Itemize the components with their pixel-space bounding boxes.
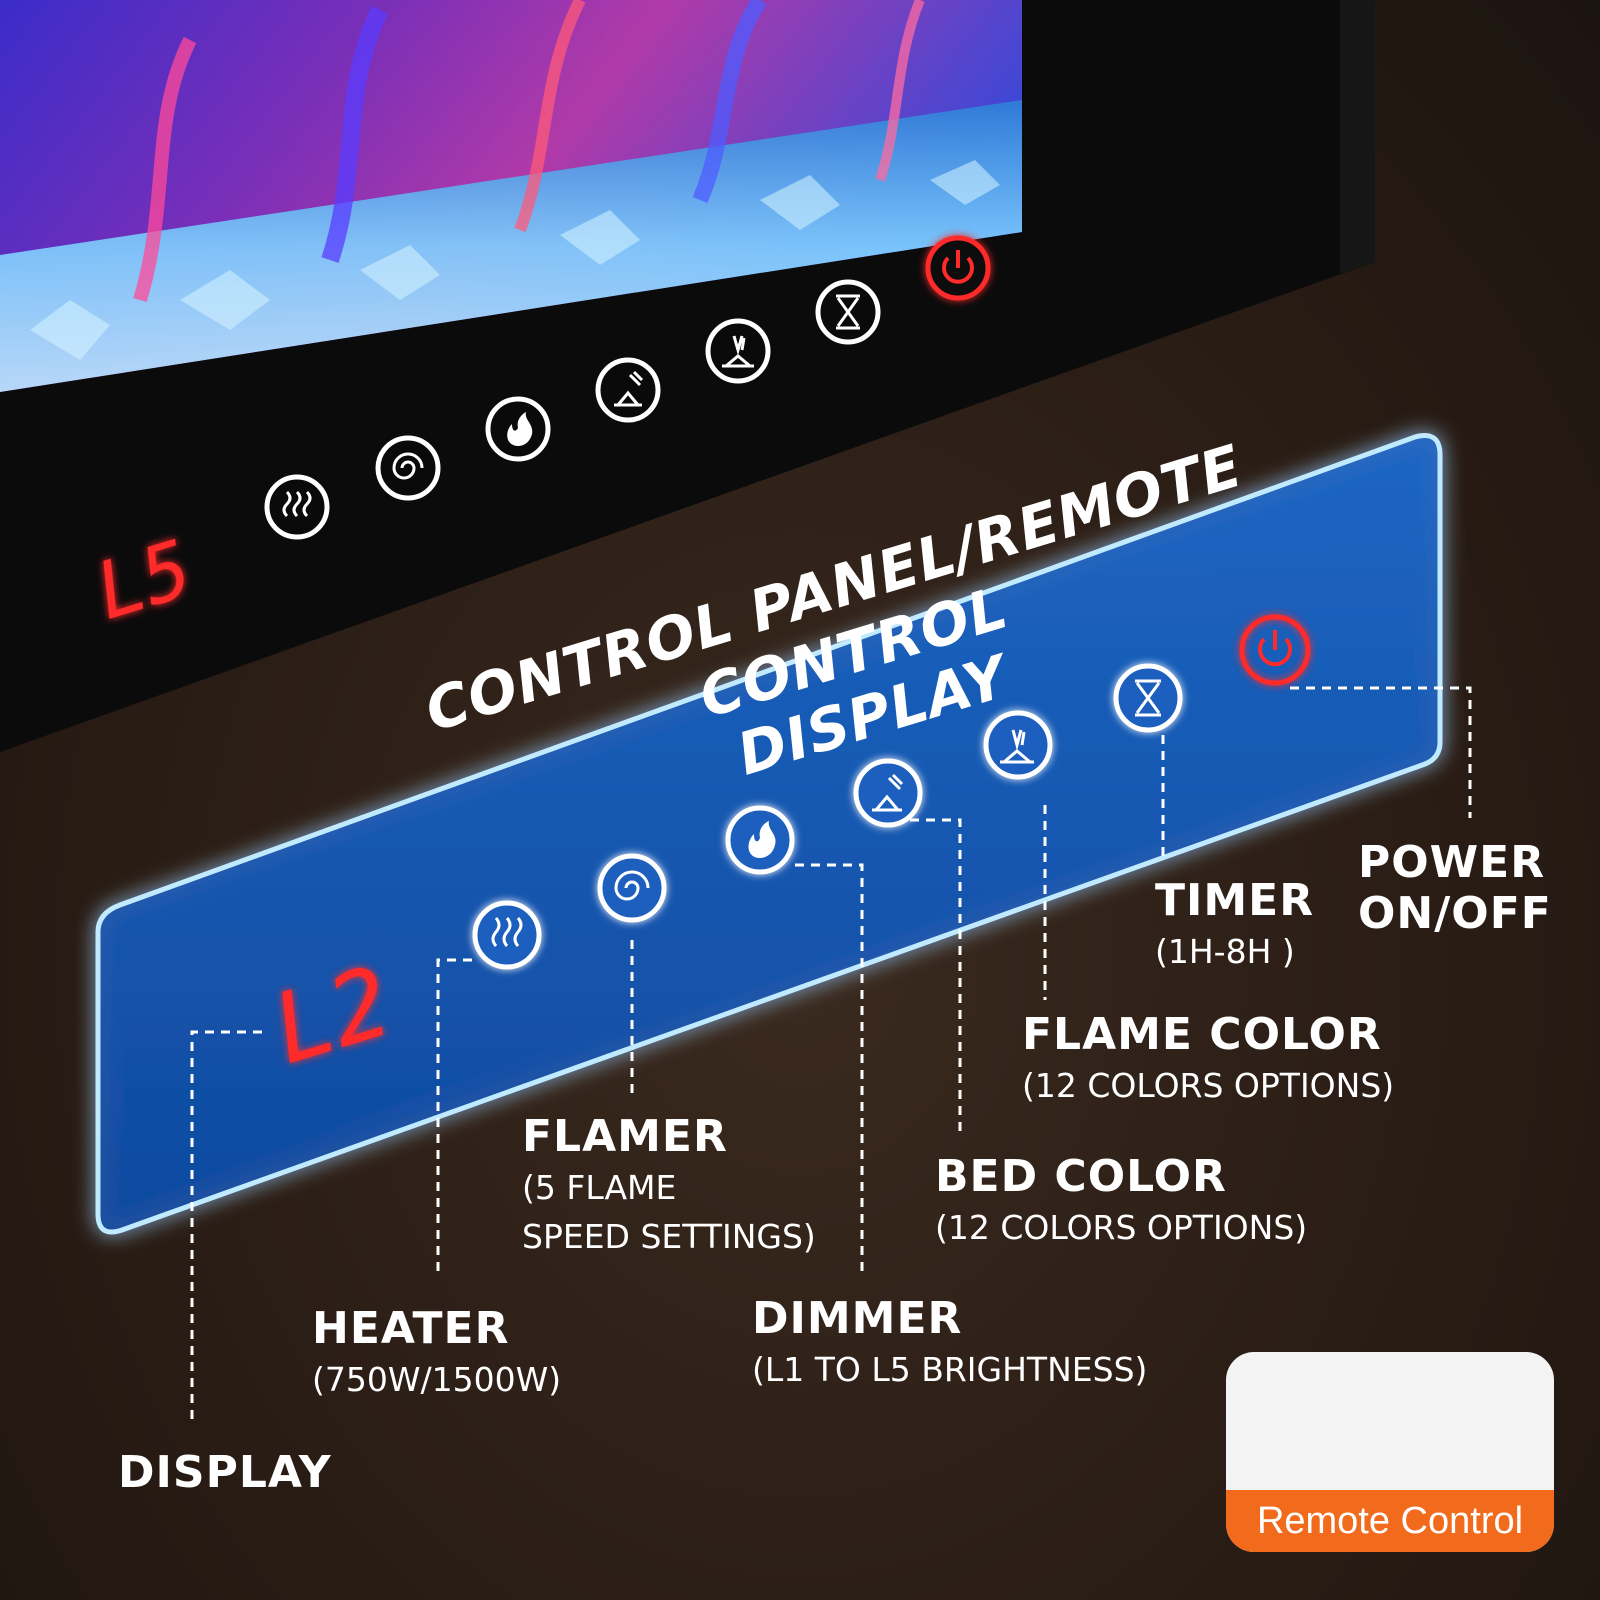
flamer-title: FLAMER	[522, 1111, 728, 1162]
power-label-line-1: POWER	[1358, 837, 1546, 888]
flame-streaks	[133, 0, 925, 303]
bed-color-button[interactable]	[853, 758, 923, 828]
flamer-button[interactable]	[597, 853, 667, 923]
bed-color-icon	[872, 773, 904, 812]
flame-color-label: FLAME COLOR (12 COLORS OPTIONS)	[1022, 1009, 1395, 1110]
flame-color-title: FLAME COLOR	[1022, 1009, 1382, 1060]
dimmer-label: DIMMER (L1 TO L5 BRIGHTNESS)	[752, 1293, 1148, 1394]
leader-heater	[436, 958, 472, 1272]
bed-color-label: BED COLOR (12 COLORS OPTIONS)	[935, 1151, 1308, 1252]
flamer-sub-line-2: SPEED SETTINGS)	[522, 1217, 816, 1257]
dimmer-flame-icon	[507, 412, 533, 446]
heater-button[interactable]	[472, 900, 542, 970]
leader-display	[190, 1030, 262, 1420]
flame-color-sub: (12 COLORS OPTIONS)	[1022, 1065, 1395, 1105]
top-dimmer-button[interactable]	[485, 396, 551, 462]
crystal-chunks	[30, 160, 1000, 360]
timer-title: TIMER	[1155, 875, 1315, 926]
dimmer-title: DIMMER	[752, 1293, 963, 1344]
flame-color-icon	[722, 335, 754, 368]
bed-color-icon	[614, 370, 644, 407]
timer-hourglass-icon	[1135, 679, 1161, 717]
heater-icon	[491, 917, 523, 947]
flamer-sub-line-1: (5 FLAME	[522, 1167, 677, 1207]
timer-sub: (1H-8H )	[1155, 931, 1295, 971]
leader-power	[1290, 686, 1472, 818]
display-label: DISPLAY	[118, 1447, 332, 1498]
dimmer-sub: (L1 TO L5 BRIGHTNESS)	[752, 1349, 1148, 1389]
leader-lines	[190, 686, 1472, 1420]
leader-dimmer	[795, 863, 864, 1275]
timer-button[interactable]	[1113, 663, 1183, 733]
fireplace-edge	[1340, 0, 1375, 274]
dimmer-button[interactable]	[725, 805, 795, 875]
heater-icon	[282, 490, 312, 518]
bed-color-sub: (12 COLORS OPTIONS)	[935, 1207, 1308, 1247]
glass-control-buttons	[472, 614, 1311, 970]
ember-bed	[0, 100, 1022, 392]
timer-hourglass-icon	[836, 294, 860, 330]
flame-color-button[interactable]	[983, 710, 1053, 780]
flamer-swirl-icon	[392, 452, 424, 480]
power-label: POWER ON/OFF	[1358, 837, 1552, 939]
top-flamer-button[interactable]	[375, 435, 441, 501]
top-bed-color-button[interactable]	[595, 357, 661, 423]
power-icon	[942, 250, 974, 284]
power-icon	[1258, 630, 1292, 667]
power-button[interactable]	[1239, 614, 1311, 686]
leader-bed-color	[910, 818, 962, 1135]
dimmer-flame-icon	[748, 821, 776, 858]
bed-color-title: BED COLOR	[935, 1151, 1227, 1202]
top-control-buttons	[264, 235, 991, 540]
flamer-label: FLAMER (5 FLAME SPEED SETTINGS)	[522, 1111, 816, 1262]
flamer-swirl-icon	[614, 870, 650, 901]
heater-sub: (750W/1500W)	[312, 1359, 562, 1399]
top-power-button[interactable]	[925, 235, 991, 301]
top-timer-button[interactable]	[815, 279, 881, 345]
top-flame-color-button[interactable]	[705, 318, 771, 384]
flame-color-icon	[1000, 729, 1034, 764]
heater-label: HEATER (750W/1500W)	[312, 1303, 562, 1404]
heater-title: HEATER	[312, 1303, 510, 1354]
remote-control-card: Remote Control	[1226, 1352, 1554, 1552]
remote-control-banner: Remote Control	[1226, 1490, 1554, 1552]
timer-label: TIMER (1H-8H )	[1155, 875, 1315, 976]
power-label-line-2: ON/OFF	[1358, 887, 1552, 939]
top-heater-button[interactable]	[264, 474, 330, 540]
